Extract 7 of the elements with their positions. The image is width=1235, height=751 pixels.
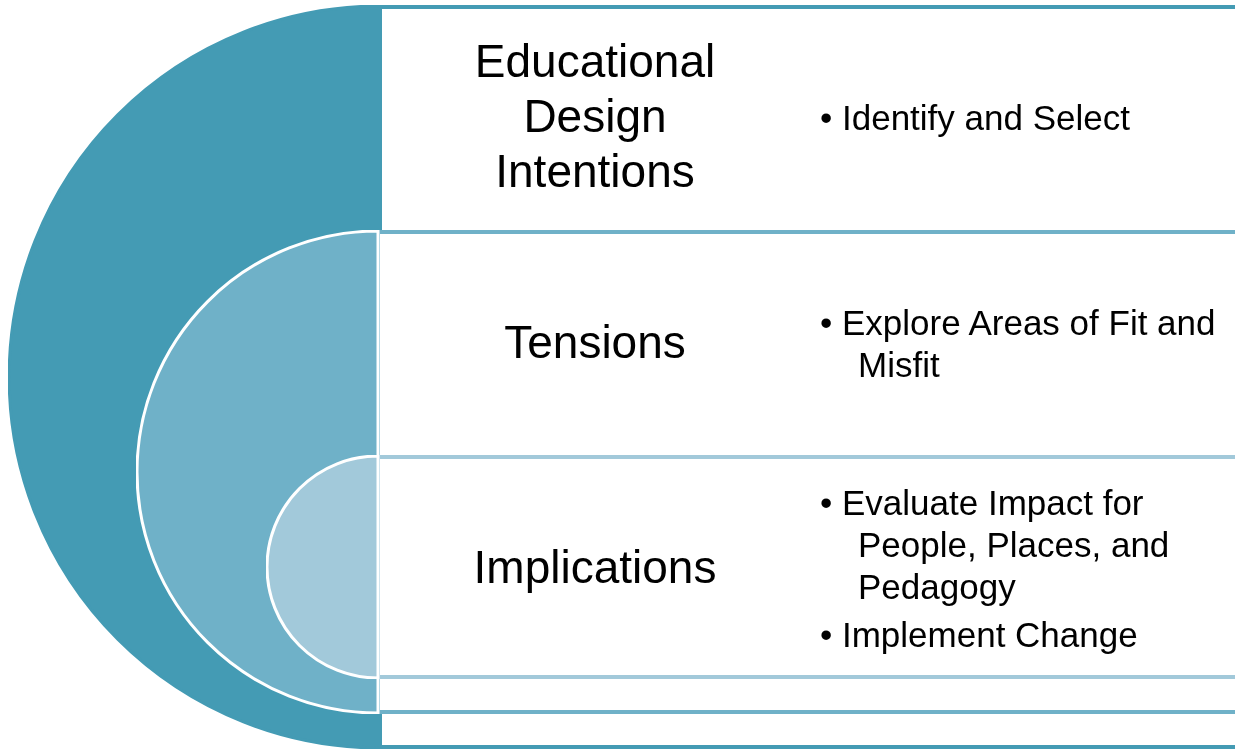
bullet-text: • Evaluate Impact for People, Places, and Pedagogy xyxy=(820,481,1171,608)
bullet-text: • Implement Change xyxy=(820,613,1139,656)
heading-text: Tensions xyxy=(504,314,686,370)
heading-text: Implications xyxy=(473,539,717,595)
bullet-text: • Identify and Select xyxy=(820,96,1131,139)
heading-text: Educational Design Intentions xyxy=(473,33,717,200)
bullet-text: • Explore Areas of Fit and Misfit xyxy=(820,301,1217,386)
